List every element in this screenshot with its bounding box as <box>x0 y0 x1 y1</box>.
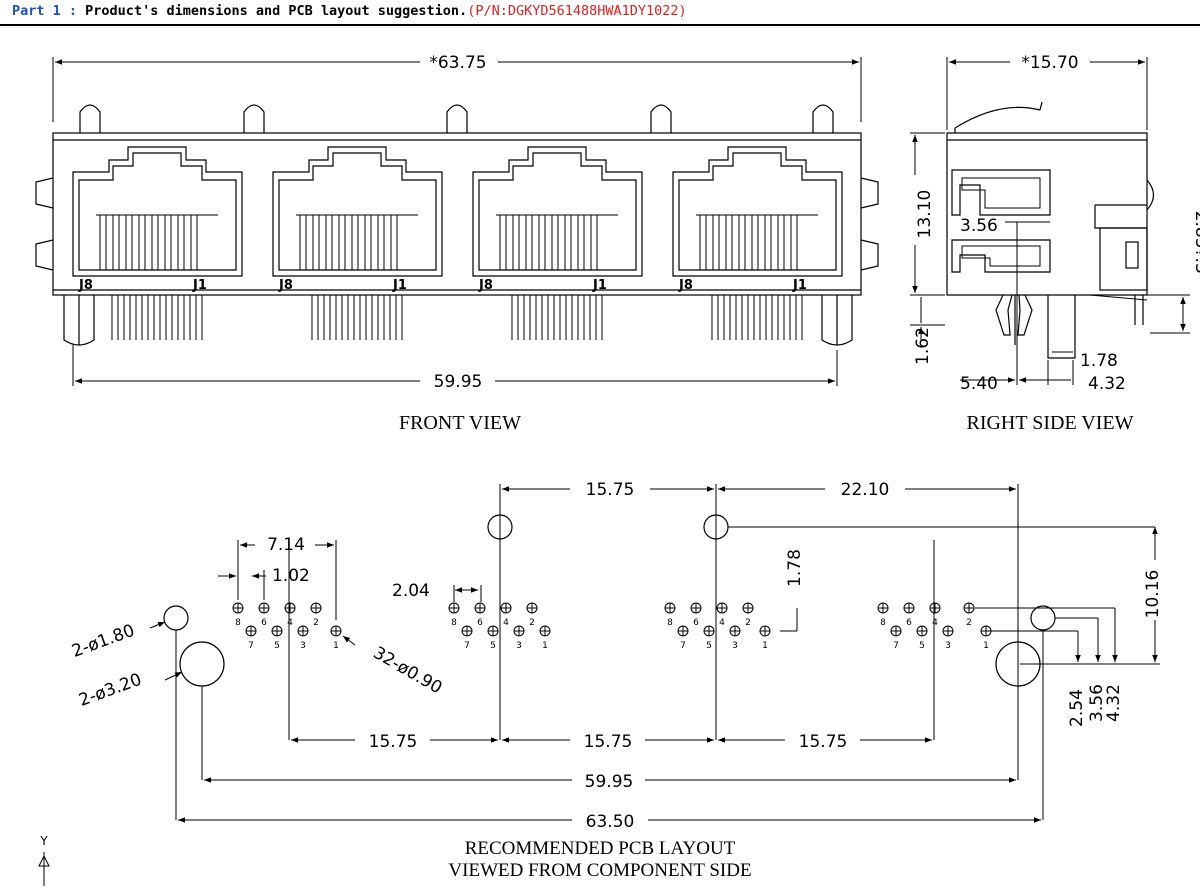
pin-number: 7 <box>893 641 899 651</box>
pcb-pin-pitch: 1.02 <box>272 566 310 586</box>
pcb-pin-group-4 <box>877 602 992 637</box>
pin-number: 6 <box>261 618 267 628</box>
pcb-top-span: 22.10 <box>841 480 890 500</box>
pin-number: 1 <box>542 641 548 651</box>
front-port-4 <box>672 146 843 340</box>
pcb-port-pitch-1: 15.75 <box>369 732 418 752</box>
pcb-row-offset: 2.04 <box>392 581 430 601</box>
pcb-top-pitch: 15.75 <box>586 480 635 500</box>
port-label-j1: J1 <box>792 278 807 293</box>
pin-number: 6 <box>693 618 699 628</box>
header-title: Part 1 : Product's dimensions and PCB la… <box>12 3 687 19</box>
side-view-drawing <box>910 57 1190 385</box>
pin-number: 4 <box>719 618 725 628</box>
pcb-vert-432: 4.32 <box>1104 684 1124 722</box>
pcb-vert-356: 3.56 <box>1087 684 1107 722</box>
part-number: (P/N:DGKYD561488HWA1DY1022) <box>467 3 687 19</box>
pcb-vert-1016: 10.16 <box>1143 570 1163 619</box>
pin-number: 3 <box>732 641 738 651</box>
port-label-j1: J1 <box>392 278 407 293</box>
pin-number: 6 <box>477 618 483 628</box>
pin-number: 3 <box>945 641 951 651</box>
pcb-port-pitch-2: 15.75 <box>584 732 633 752</box>
pcb-vert-254: 2.54 <box>1067 689 1087 727</box>
pin-number: 8 <box>451 618 457 628</box>
pcb-pin-row-span: 7.14 <box>267 535 305 555</box>
side-pin-a: 5.40 <box>960 374 998 394</box>
pcb-pin-group-1 <box>232 602 342 637</box>
side-depth: *15.70 <box>1021 53 1078 73</box>
side-standoff: 1.62 <box>913 327 933 365</box>
page-header: Part 1 : Product's dimensions and PCB la… <box>0 0 1200 26</box>
port-label-j8: J8 <box>278 278 293 293</box>
side-view-text: *15.70 13.10 3.56 *2.85?.3 1.62 1.78 5.4… <box>913 53 1200 394</box>
pin-number: 3 <box>300 641 306 651</box>
pin-number: 8 <box>880 618 886 628</box>
pin-number: 5 <box>490 641 496 651</box>
front-view-label: FRONT VIEW <box>398 412 522 434</box>
axis-indicator: Y <box>38 834 50 886</box>
front-top-tabs <box>79 104 834 133</box>
pin-number: 1 <box>333 641 339 651</box>
pcb-pin-holes: 32-ø0.90 <box>370 643 446 698</box>
front-port-3 <box>472 146 643 340</box>
pcb-overall: 63.50 <box>586 812 635 832</box>
pcb-pin-numbers: 8 6 4 2 7 5 3 1 8 6 4 2 7 5 3 1 8 6 4 2 … <box>235 618 989 651</box>
pin-number: 2 <box>529 618 535 628</box>
port-label-j1: J1 <box>192 278 207 293</box>
front-overall-width: *63.75 <box>429 53 486 73</box>
header-description: Product's dimensions and PCB layout sugg… <box>85 3 468 19</box>
side-pin-pitch: 1.78 <box>1080 351 1118 371</box>
pin-number: 1 <box>983 641 989 651</box>
pcb-layout-drawing <box>149 484 1160 823</box>
side-offset: *2.85?.3 <box>1191 202 1200 274</box>
header-divider <box>0 24 1200 26</box>
pcb-title-line2: VIEWED FROM COMPONENT SIDE <box>448 860 752 881</box>
pin-number: 7 <box>680 641 686 651</box>
pcb-dimension-text: 15.75 22.10 7.14 1.02 2.04 1.78 2-ø1.80 … <box>69 480 1163 832</box>
pin-number: 2 <box>313 618 319 628</box>
side-height: 13.10 <box>915 190 935 239</box>
port-label-j8: J8 <box>78 278 93 293</box>
pcb-title-line1: RECOMMENDED PCB LAYOUT <box>464 838 736 859</box>
pin-number: 8 <box>667 618 673 628</box>
pin-number: 4 <box>503 618 509 628</box>
pin-number: 4 <box>932 618 938 628</box>
side-latch: 3.56 <box>960 216 998 236</box>
port-label-j8: J8 <box>678 278 693 293</box>
front-port-1 <box>72 146 243 340</box>
side-pin-b: 4.32 <box>1088 374 1126 394</box>
port-label-j8: J8 <box>478 278 493 293</box>
pin-number: 7 <box>464 641 470 651</box>
axis-y-label: Y <box>39 834 48 848</box>
pcb-port-pitch-3: 15.75 <box>799 732 848 752</box>
pin-number: 1 <box>762 641 768 651</box>
side-view-label: RIGHT SIDE VIEW <box>966 412 1134 434</box>
front-pin-span: 59.95 <box>434 372 483 392</box>
pin-number: 8 <box>235 618 241 628</box>
pcb-hole-small: 2-ø1.80 <box>69 621 137 662</box>
pin-number: 2 <box>745 618 751 628</box>
front-view-text: *63.75 59.95 J8 J1 J8 J1 J8 J1 J8 J1 <box>78 53 807 392</box>
pcb-pin-group-3 <box>664 602 771 637</box>
pin-number: 7 <box>248 641 254 651</box>
pcb-pin-group-2 <box>448 602 551 637</box>
front-port-2 <box>272 146 443 340</box>
pin-number: 4 <box>287 618 293 628</box>
pin-number: 5 <box>919 641 925 651</box>
part-label: Part 1 : <box>12 3 78 19</box>
pcb-hole-large: 2-ø3.20 <box>76 670 144 711</box>
pin-number: 2 <box>966 618 972 628</box>
pin-number: 6 <box>906 618 912 628</box>
pin-number: 5 <box>274 641 280 651</box>
port-label-j1: J1 <box>592 278 607 293</box>
pin-number: 3 <box>516 641 522 651</box>
pin-number: 5 <box>706 641 712 651</box>
pcb-row-spacing: 1.78 <box>785 549 805 587</box>
pcb-mount-span: 59.95 <box>585 772 634 792</box>
front-view-drawing <box>35 57 879 386</box>
